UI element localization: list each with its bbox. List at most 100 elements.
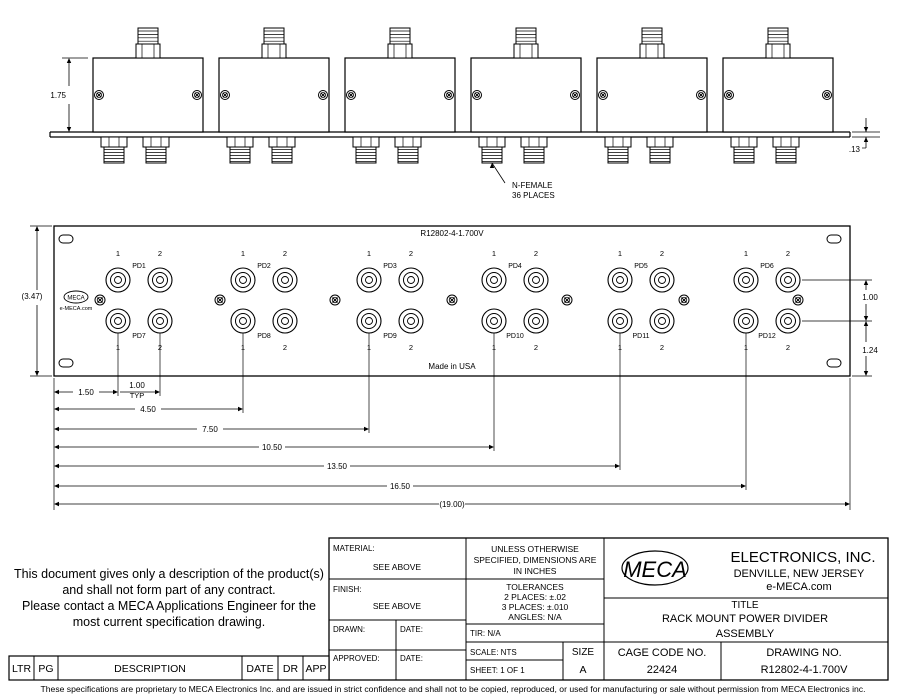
connector-thread — [775, 146, 797, 164]
connector-ring — [486, 272, 502, 288]
port-label: 1 — [367, 249, 371, 258]
n-female-connector-icon — [478, 136, 506, 164]
connector-ring — [110, 272, 126, 288]
connector-outer — [105, 267, 131, 293]
connector-ring — [486, 313, 502, 329]
divider-pair: 1212PD6PD12 — [733, 249, 801, 352]
front-connector-icon — [105, 308, 131, 334]
front-connector-icon — [775, 267, 801, 293]
screw-slot — [194, 92, 200, 98]
screw-icon — [214, 294, 226, 306]
n-female-connector-icon — [352, 136, 380, 164]
connector-ring — [277, 313, 293, 329]
mounting-slot — [826, 234, 842, 244]
connector-pin — [784, 276, 792, 284]
arrowhead — [54, 483, 59, 489]
connector-outer — [607, 267, 633, 293]
arrowhead — [615, 463, 620, 469]
screw-ring — [680, 296, 688, 304]
screw-icon — [329, 294, 341, 306]
screw-ring — [600, 92, 606, 98]
cage-code-value: 22424 — [647, 664, 678, 676]
label-mask — [439, 498, 465, 509]
meca-logo-website: e-MECA.com — [60, 306, 93, 312]
connector-pin — [407, 317, 415, 325]
revision-header: LTR — [12, 663, 31, 675]
n-female-connector-icon — [520, 136, 548, 164]
front-connector-icon — [398, 308, 424, 334]
connector-pin — [281, 317, 289, 325]
divider-side-unit — [344, 27, 456, 164]
connector-pin — [114, 276, 122, 284]
screw-slot — [449, 297, 455, 303]
connector-outer — [733, 308, 759, 334]
screw-icon — [446, 294, 458, 306]
connector-pin — [616, 317, 624, 325]
top-unit-label: PD4 — [508, 263, 522, 270]
connector-thread — [271, 146, 293, 164]
screw-ring — [222, 92, 228, 98]
connector-pin — [365, 317, 373, 325]
screw-slot — [795, 297, 801, 303]
divider-body — [218, 57, 330, 133]
typical-label: TYP — [130, 391, 145, 400]
screw-ring — [794, 296, 802, 304]
arrowhead — [54, 426, 59, 432]
screw-icon — [94, 90, 104, 100]
screw-icon — [318, 90, 328, 100]
screw-ring — [96, 92, 102, 98]
screw-ring — [348, 92, 354, 98]
screw-slot — [474, 92, 480, 98]
connector-ring — [654, 272, 670, 288]
connector-ring — [654, 313, 670, 329]
material-value: SEE ABOVE — [373, 562, 422, 572]
approved-label: APPROVED: — [333, 654, 380, 663]
screw-icon — [346, 90, 356, 100]
front-connector-icon — [523, 308, 549, 334]
connector-thread — [733, 146, 755, 164]
top-unit-label: PD2 — [257, 263, 271, 270]
front-connector-icon — [649, 308, 675, 334]
screw-ring — [448, 296, 456, 304]
label-mask — [259, 441, 285, 452]
arrowhead — [863, 280, 869, 285]
port-label: 2 — [534, 343, 538, 352]
bottom-unit-label: PD7 — [132, 333, 146, 340]
connector-thread — [523, 146, 545, 164]
connector-ring — [738, 272, 754, 288]
connector-outer — [481, 308, 507, 334]
port-label: 2 — [786, 343, 790, 352]
screw-ring — [572, 92, 578, 98]
screw-ring — [726, 92, 732, 98]
connector-outer — [272, 267, 298, 293]
arrowhead — [54, 463, 59, 469]
connector-ring — [277, 272, 293, 288]
screw-ring — [824, 92, 830, 98]
arrowhead — [155, 389, 160, 395]
divider-pair: 1212PD3PD9 — [356, 249, 424, 352]
horizontal-dimension: 13.50 — [327, 462, 348, 471]
arrowhead — [863, 137, 869, 142]
height-dimension: 1.75 — [50, 91, 66, 100]
arrowhead — [34, 371, 40, 376]
screw-slot — [222, 92, 228, 98]
connector-flange — [646, 136, 674, 148]
connector-ring — [235, 272, 251, 288]
connector-pin — [281, 276, 289, 284]
screw-icon — [94, 294, 106, 306]
screw-icon — [561, 294, 573, 306]
disclaimer-line: This document gives only a description o… — [14, 567, 324, 581]
n-female-connector-icon — [100, 136, 128, 164]
arrowhead — [863, 371, 869, 376]
label-mask — [197, 423, 223, 434]
divider-pair: 1212PD4PD10 — [481, 249, 549, 352]
top-connector-hex — [135, 43, 161, 59]
screw-ring — [698, 92, 704, 98]
connector-pin — [742, 276, 750, 284]
n-female-connector-icon — [730, 136, 758, 164]
callout-leader — [491, 162, 506, 184]
top-connector-hex — [765, 43, 791, 59]
port-label: 2 — [283, 343, 287, 352]
